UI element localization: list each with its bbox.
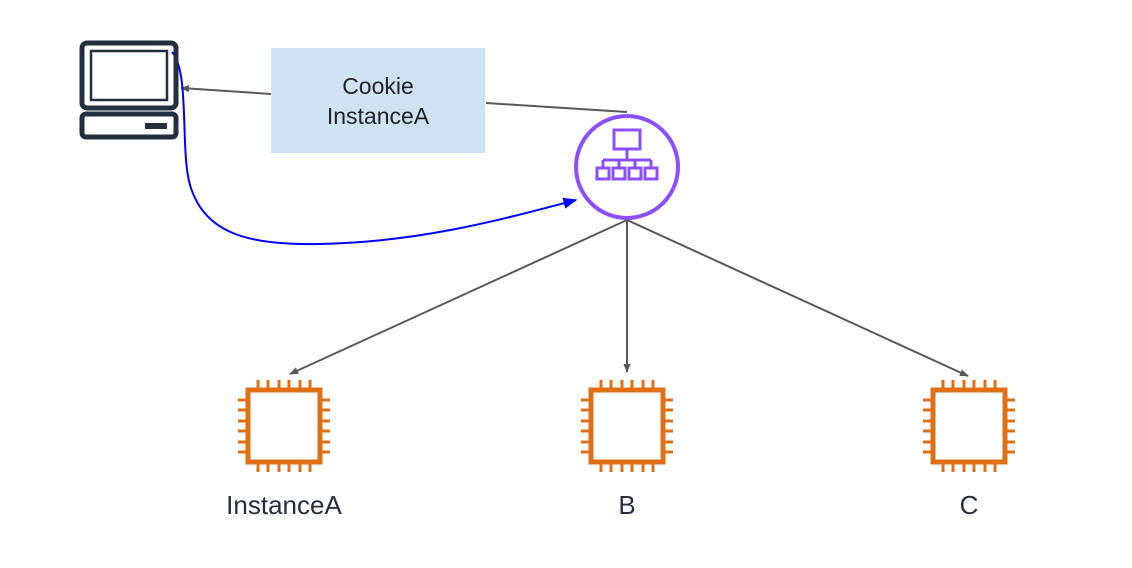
arrow-lb-to-instance-a (289, 219, 628, 375)
load-balancer-icon (574, 114, 680, 220)
instance-label-b: B (618, 490, 636, 520)
cookie-box-line2: InstanceA (326, 102, 430, 129)
request-arrow-client-to-lb (171, 51, 578, 246)
cookie-box: Cookie InstanceA (271, 48, 485, 153)
desktop-computer-icon (79, 40, 179, 140)
response-arrow-to-client (180, 84, 272, 95)
ec2-instance-icon (581, 380, 673, 472)
arrow-lb-to-instance-c (626, 219, 969, 377)
ec2-instance-icon (238, 380, 330, 472)
response-connector-lb-to-cookie (485, 102, 628, 113)
ec2-instance-icon (923, 380, 1015, 472)
instance-label-a: InstanceA (226, 490, 342, 520)
cookie-box-line1: Cookie (342, 72, 414, 99)
instance-label-c: C (959, 490, 979, 520)
